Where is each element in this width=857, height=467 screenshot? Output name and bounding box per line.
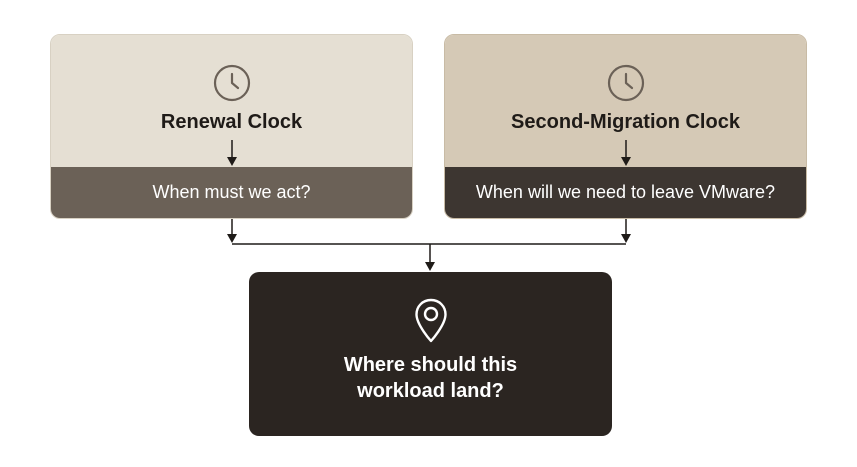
renewal-question: When must we act?	[51, 167, 412, 218]
map-pin-icon	[414, 298, 447, 343]
workload-destination-card: Where should this workload land?	[249, 272, 612, 436]
connector-destination	[425, 244, 435, 271]
destination-title: Where should this workload land?	[249, 352, 612, 404]
clock-icon	[213, 64, 250, 102]
destination-title-line1: Where should this	[343, 354, 518, 376]
destination-title-line2: workload land?	[357, 380, 504, 402]
connector-migration	[621, 219, 631, 243]
down-arrow-icon	[620, 140, 631, 166]
clock-icon	[607, 64, 644, 102]
migration-card-header: Second-Migration Clock	[445, 35, 806, 167]
renewal-card-header: Renewal Clock	[51, 35, 412, 167]
migration-question: When will we need to leave VMware?	[445, 167, 806, 218]
second-migration-clock-title: Second-Migration Clock	[511, 111, 740, 133]
second-migration-clock-card: Second-Migration Clock When will we need…	[444, 34, 807, 219]
connector-renewal	[227, 219, 237, 243]
renewal-clock-title: Renewal Clock	[160, 111, 303, 133]
renewal-clock-card: Renewal Clock When must we act?	[50, 34, 413, 219]
down-arrow-icon	[226, 140, 237, 166]
